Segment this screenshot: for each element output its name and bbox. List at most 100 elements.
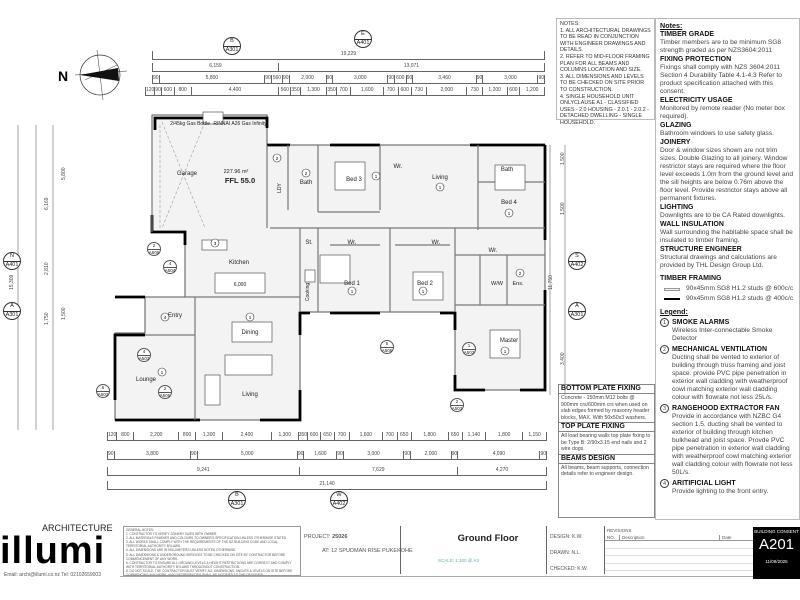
note-line: 3. ALL DIMENSIONS AND LEVELS TO BE CHECK… bbox=[560, 73, 645, 93]
spec-section-title: TIMBER GRADE bbox=[660, 31, 715, 38]
spec-section-body: Monitored by remote reader (No meter box… bbox=[660, 105, 785, 120]
checked-value: K.W. bbox=[577, 566, 588, 572]
legend-body: Ducting shall be vented to exterior of b… bbox=[672, 354, 788, 401]
spec-section-body: Bathroom windows to use safety glass. bbox=[660, 130, 774, 137]
section-id: S bbox=[575, 253, 579, 259]
dimension-label: 4,400 bbox=[190, 87, 279, 95]
room-bath-2: Bath bbox=[501, 167, 513, 173]
notes-title: NOTES: bbox=[560, 21, 580, 27]
legend-heading: Legend: bbox=[660, 307, 688, 316]
dimension-label: 730 bbox=[466, 87, 481, 95]
legend-body: Wireless Inter-connectable Smoke Detecto… bbox=[672, 327, 773, 342]
dimension-label: 600 bbox=[506, 87, 520, 95]
dimension-label: 800 bbox=[116, 432, 133, 440]
spec-section-title: LIGHTING bbox=[660, 204, 694, 211]
spec-section-title: GLAZING bbox=[660, 122, 692, 129]
dimension-label: 700 bbox=[383, 87, 398, 95]
dimension-label: 3,000 bbox=[482, 75, 537, 83]
gn-title: GENERAL NOTES: bbox=[126, 528, 154, 532]
drawing-scale: SCALE: 1:100 @ A3 bbox=[438, 558, 479, 563]
design-label: DESIGN: bbox=[550, 534, 571, 540]
dimension-label: 90 bbox=[190, 451, 197, 459]
legend-number-icon: 1 bbox=[660, 318, 669, 327]
legend-title: SMOKE ALARMS bbox=[672, 319, 730, 326]
dimension-label: 800 bbox=[178, 432, 195, 440]
general-note-line: 6. CONTRACTOR TO ENSURE ALL GROUND LEVEL… bbox=[126, 560, 292, 569]
bottom-plate-title: BOTTOM PLATE FIXING bbox=[559, 385, 654, 395]
top-plate-body: All load bearing walls top plate fixing … bbox=[559, 432, 654, 455]
section-id: B bbox=[235, 492, 239, 498]
dimension-label: 5,000 bbox=[196, 451, 297, 459]
legend-body: Provide in accordance with NZBC G4 secti… bbox=[672, 413, 793, 476]
callout-ventilation: 2 bbox=[305, 171, 308, 176]
room-lounge: Lounge bbox=[136, 377, 157, 383]
dimension-label: 90 bbox=[336, 451, 343, 459]
floor-area: 227.96 m² bbox=[224, 169, 249, 175]
detail-id: 4 bbox=[168, 261, 172, 266]
dimension-label: 9,241 bbox=[107, 467, 299, 475]
floor-plan: Garage 227.96 m² FFL 55.0 LDY Bath Bed 3… bbox=[113, 111, 547, 422]
general-note-line: 1. CONTRACTOR TO VERIFY JOINERY SIZES WI… bbox=[126, 532, 218, 537]
address-label: AT: bbox=[322, 548, 330, 554]
sheet-number: A201 bbox=[758, 536, 795, 553]
general-notes-box: NOTES: 1. ALL ARCHITECTURAL DRAWINGS TO … bbox=[556, 18, 655, 126]
dimension-label: 1,600 bbox=[350, 87, 383, 95]
dimension-label: 560 bbox=[270, 75, 282, 83]
dimension-label: 2,000 bbox=[288, 75, 326, 83]
spec-section-title: FIXING PROTECTION bbox=[660, 56, 732, 63]
section-sheet: A402 bbox=[331, 499, 347, 507]
stud-400-label: 90x45mm SG8 H1.2 studs @ 400c/c bbox=[686, 295, 794, 302]
stud-600-swatch bbox=[664, 287, 680, 291]
room-wardrobe: Wr. bbox=[489, 248, 498, 254]
section-sheet: A401 bbox=[4, 260, 20, 268]
dim-row-bottom-overall: 21,140 bbox=[107, 481, 547, 490]
spec-section-body: Door & window sizes shown are not trim s… bbox=[660, 147, 794, 202]
dimension-label: 650 bbox=[320, 432, 334, 440]
room-bed-1: Bed 1 bbox=[344, 281, 360, 287]
dimension-label: 7,629 bbox=[298, 467, 457, 475]
dimension-label: 1,140 bbox=[461, 432, 486, 440]
dimension-label: 1,600 bbox=[303, 451, 336, 459]
dimension-label: 90 bbox=[537, 75, 546, 83]
dimension-label: 90 bbox=[264, 75, 271, 83]
drawn-label: DRAWN: bbox=[550, 550, 571, 556]
dimension-label: 560 bbox=[278, 87, 290, 95]
section-id: W bbox=[336, 492, 342, 498]
detail-sheet: A503 bbox=[463, 349, 475, 355]
legend-title: MECHANICAL VENTILATION bbox=[672, 346, 768, 353]
callout-ventilation: 2 bbox=[276, 156, 279, 161]
room-kitchen: Kitchen bbox=[229, 260, 249, 266]
spec-section-body: Fixings shall comply with NZS 3604:2011 … bbox=[660, 64, 782, 95]
timber-framing-title: TIMBER FRAMING bbox=[660, 275, 722, 282]
spec-section-body: Downlights are to be CA Rated downlights… bbox=[660, 212, 785, 219]
legend-body: Provide lighting to the front entry. bbox=[672, 488, 769, 495]
revisions-title: REVISIONS bbox=[607, 528, 632, 533]
dimension-label: 1,200 bbox=[519, 87, 545, 95]
dimension-label: 1,800 bbox=[485, 432, 522, 440]
dimension-label: 3,460 bbox=[412, 75, 475, 83]
beams-title: BEAMS DESIGN bbox=[559, 455, 654, 465]
spec-section-body: Timber members are to be minimum SG8 str… bbox=[660, 39, 782, 54]
dimension-lines bbox=[17, 125, 566, 430]
dimension-label: 90 bbox=[325, 75, 333, 83]
dimension-label: 90 bbox=[405, 75, 413, 83]
